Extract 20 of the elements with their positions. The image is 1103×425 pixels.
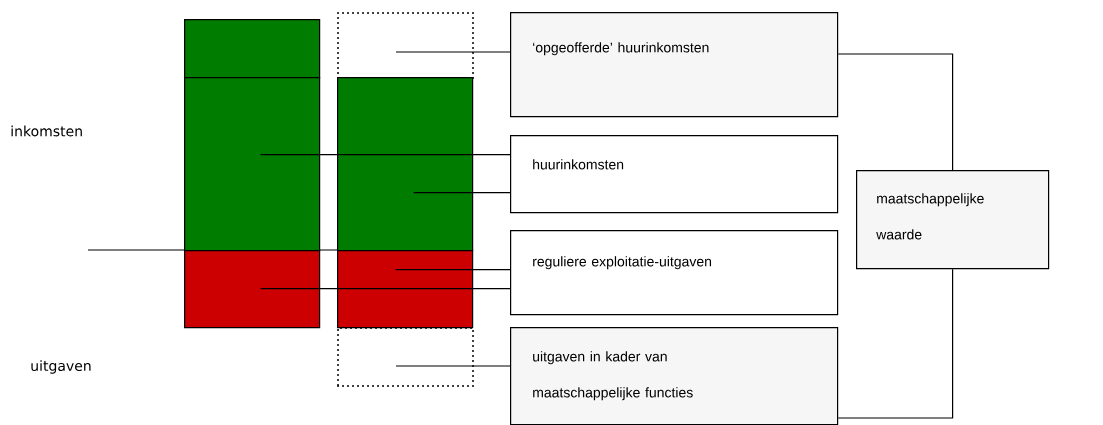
side-label: inkomsten	[11, 125, 82, 137]
leader-line	[413, 192, 511, 194]
leader-line	[395, 365, 511, 367]
bar-segment	[337, 250, 474, 329]
text-box: reguliere exploitatie-uitgaven	[510, 230, 839, 316]
leader-line	[837, 53, 954, 171]
dotted-box	[337, 327, 474, 387]
text-box: huurinkomsten	[510, 135, 839, 214]
text-box: ‘opgeofferde’ huurinkomsten	[510, 12, 839, 118]
text-box: uitgaven in kader van maatschappelijke functies	[510, 327, 839, 425]
leader-line	[260, 288, 511, 290]
leader-line	[395, 51, 511, 53]
leader-line	[395, 269, 511, 271]
leader-line	[837, 268, 954, 419]
text-box: maatschappelijke waarde	[856, 170, 1050, 270]
bar-segment	[184, 250, 321, 329]
leader-line	[260, 154, 511, 156]
bar-segment	[184, 19, 321, 79]
bar-segment	[337, 77, 474, 252]
side-label: uitgaven	[31, 360, 91, 374]
